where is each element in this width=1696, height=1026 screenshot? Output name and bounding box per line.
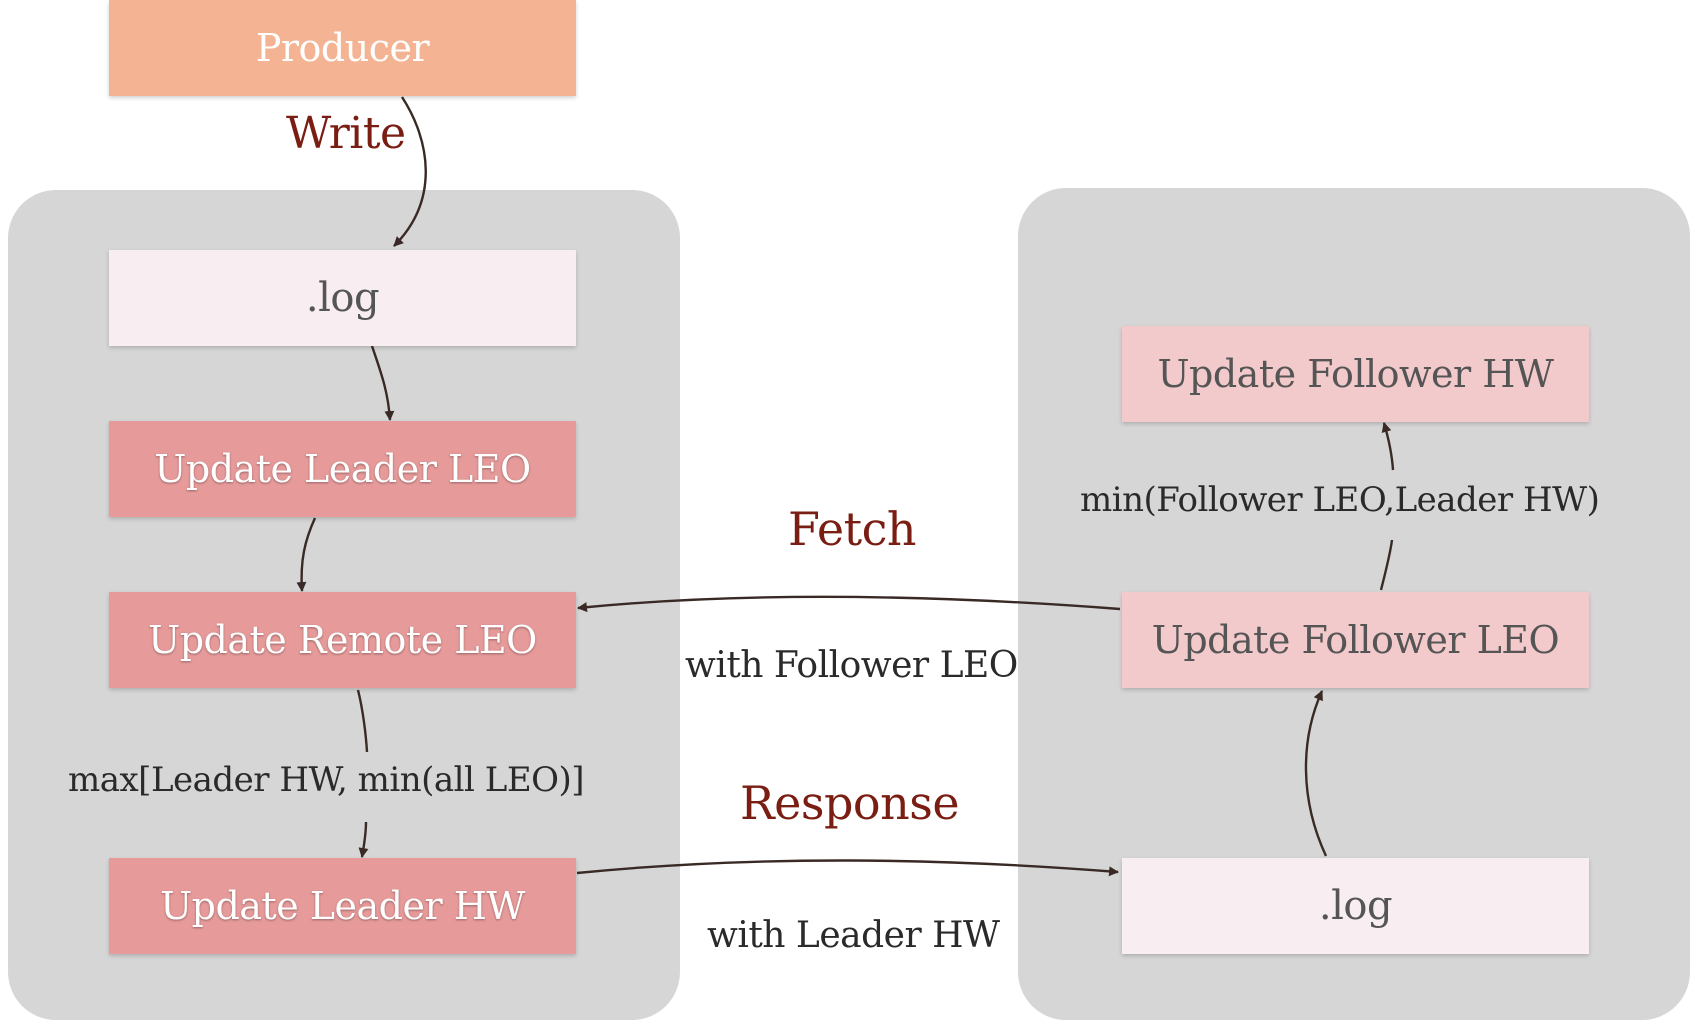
producer-box: Producer (109, 0, 576, 96)
fetch-label: Fetch (788, 502, 917, 556)
write-label: Write (286, 108, 406, 159)
write-arrow (393, 96, 427, 247)
follower-leo-to-formula-line (1379, 539, 1394, 591)
response-arrow (576, 859, 1119, 877)
formula-to-leader-hw-arrow (358, 821, 369, 858)
log-to-leader-leo-arrow (370, 345, 395, 421)
update-follower-hw-box: Update Follower HW (1122, 326, 1589, 422)
follower-log-box: .log (1122, 858, 1589, 954)
formula-to-follower-hw-arrow (1381, 422, 1395, 471)
update-remote-leo-box: Update Remote LEO (109, 592, 576, 688)
with-leader-hw-label: with Leader HW (707, 915, 1000, 956)
update-follower-leo-box: Update Follower LEO (1122, 592, 1589, 688)
fetch-arrow (577, 595, 1121, 613)
follower-log-to-leo-arrow (1304, 690, 1328, 857)
leader-hw-formula-label: max[Leader HW, min(all LEO)] (68, 760, 585, 800)
response-label: Response (740, 776, 960, 830)
update-leader-leo-box: Update Leader LEO (109, 421, 576, 517)
leader-leo-to-remote-leo-arrow (296, 517, 317, 592)
remote-leo-to-formula-line (356, 689, 369, 753)
with-follower-leo-label: with Follower LEO (685, 645, 1018, 686)
follower-hw-formula-label: min(Follower LEO,Leader HW) (1080, 480, 1600, 520)
leader-log-box: .log (109, 250, 576, 346)
update-leader-hw-box: Update Leader HW (109, 858, 576, 954)
